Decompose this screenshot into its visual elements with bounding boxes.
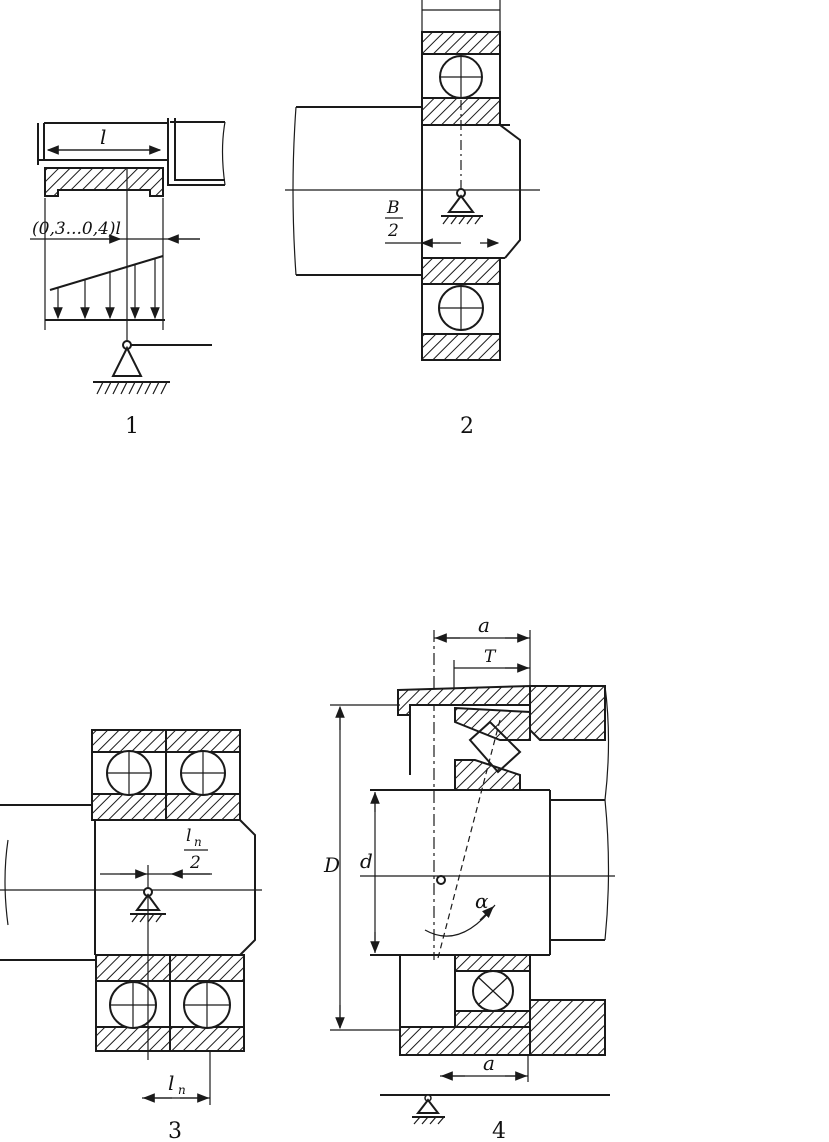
fig2-outer-ring-bottom xyxy=(421,333,501,361)
fig3-label-l: l xyxy=(186,826,191,846)
fig4-contact-line xyxy=(437,719,501,959)
fig3-label-span: l xyxy=(168,1071,174,1095)
fig1-break-line xyxy=(221,121,226,186)
fig1-ground-hatch xyxy=(96,381,168,395)
fig4-caption: 4 xyxy=(492,1119,506,1142)
fig4-cover-top xyxy=(529,685,606,741)
fig4-label-T: T xyxy=(484,647,497,667)
fig2-outer-ring-top xyxy=(421,31,501,55)
fig1-right-block xyxy=(167,118,225,186)
fig1-label-offset: (0,3...0,4)l xyxy=(32,219,121,239)
fig4-label-D: D xyxy=(323,853,340,877)
fig3-shaft xyxy=(0,804,95,961)
fig4-pin xyxy=(436,875,446,885)
fig3-support-triangle xyxy=(135,893,161,911)
fig1-load-slope xyxy=(49,255,164,291)
fig2-label-B: B xyxy=(386,198,400,218)
fig3-shaft-end xyxy=(239,819,256,956)
fig4-support-triangle xyxy=(415,1098,441,1114)
fig3-label-l-sub: п xyxy=(194,835,202,849)
fig4-inner-ring-bottom xyxy=(454,954,531,972)
fig2-shaft xyxy=(296,106,422,276)
fig1-caption: 1 xyxy=(125,414,139,439)
fig1-hub-section xyxy=(44,167,164,197)
fig3-caption: 3 xyxy=(168,1119,182,1142)
fig3-label-2: 2 xyxy=(189,853,201,873)
figure-4: a T α xyxy=(323,613,615,1142)
fig1-label-l: l xyxy=(100,125,106,149)
figure-2: B 2 2 xyxy=(285,0,540,439)
fig2-shaft-end xyxy=(499,124,521,259)
fig1-support-triangle xyxy=(111,345,143,377)
fig4-housing-bottom xyxy=(399,1026,531,1056)
fig2-label-2: 2 xyxy=(387,221,399,241)
fig4-label-a-bottom: a xyxy=(483,1051,495,1075)
fig4-cover-bottom xyxy=(529,999,606,1056)
fig2-shaft-break xyxy=(292,106,297,276)
figure-3: l п 2 l п 3 xyxy=(0,729,262,1142)
fig2-inner-ring-bottom xyxy=(421,257,501,285)
fig2-support-triangle xyxy=(447,194,475,213)
fig4-outer-ring-bottom xyxy=(454,1010,531,1028)
fig4-label-d: d xyxy=(360,849,373,873)
fig4-cone-top xyxy=(454,759,521,791)
fig4-label-a-top: a xyxy=(478,613,490,637)
figure-1: l (0,3...0,4)l 1 xyxy=(30,118,226,439)
fig4-label-alpha: α xyxy=(475,889,489,913)
fig2-caption: 2 xyxy=(460,414,474,439)
fig3-label-span-sub: п xyxy=(178,1083,186,1097)
